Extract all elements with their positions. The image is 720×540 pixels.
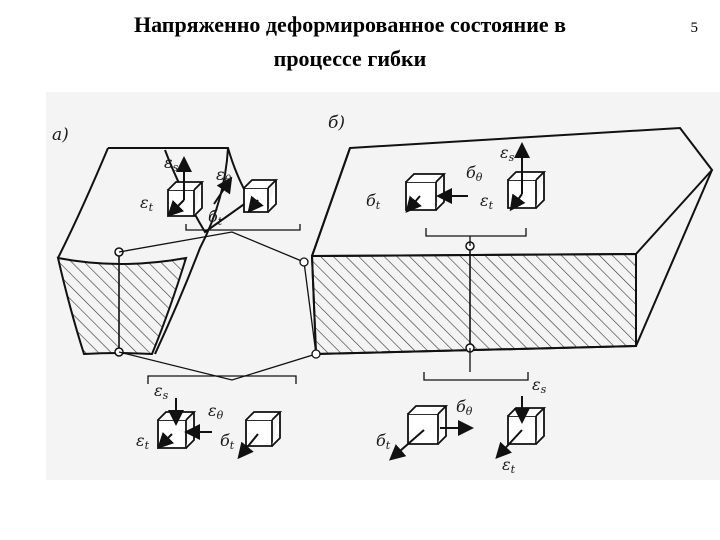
connector-lines	[118, 224, 529, 384]
label-sig-t-b-top: бt	[366, 191, 381, 212]
cube-a-top-1	[167, 181, 205, 217]
title-line-2: процессе гибки	[273, 46, 427, 71]
panel-b-label: б)	[328, 113, 345, 133]
label-eps-t-a-bottom: εt	[136, 431, 150, 452]
label-sig-t-a-bottom: бt	[220, 431, 235, 452]
label-eps-t-a-top: εt	[140, 193, 154, 214]
label-sig-theta-b-top: бθ	[466, 163, 483, 184]
label-eps-s-b-bottom: εs	[532, 375, 547, 396]
label-eps-t-b-bottom: εt	[502, 455, 516, 476]
label-eps-theta-a-bottom: εθ	[208, 401, 224, 422]
title-line-1: Напряженно деформированное состояние в	[133, 12, 567, 37]
label-sig-theta-b-bottom: бθ	[456, 397, 473, 418]
page-number: 5	[690, 20, 699, 36]
label-eps-t-b-top: εt	[480, 191, 494, 212]
symbol-labels: εs εt εθ бt бt бθ εt εs εs εθ εt бt бt б…	[136, 143, 547, 476]
stress-arrows	[157, 142, 530, 461]
panel-a-label: а)	[52, 125, 69, 145]
label-eps-s-b-top: εs	[500, 143, 515, 164]
label-eps-s-a-bottom: εs	[154, 381, 169, 402]
slide-title: Напряженно деформированное состояние в п…	[40, 8, 660, 76]
label-eps-theta-a-top: εθ	[216, 165, 232, 186]
panel-a-block	[56, 147, 252, 356]
label-eps-s-a-top: εs	[164, 153, 179, 174]
label-sig-t-b-bottom: бt	[376, 431, 391, 452]
panel-b-block	[310, 126, 714, 356]
label-sig-t-a-top: бt	[208, 207, 223, 228]
